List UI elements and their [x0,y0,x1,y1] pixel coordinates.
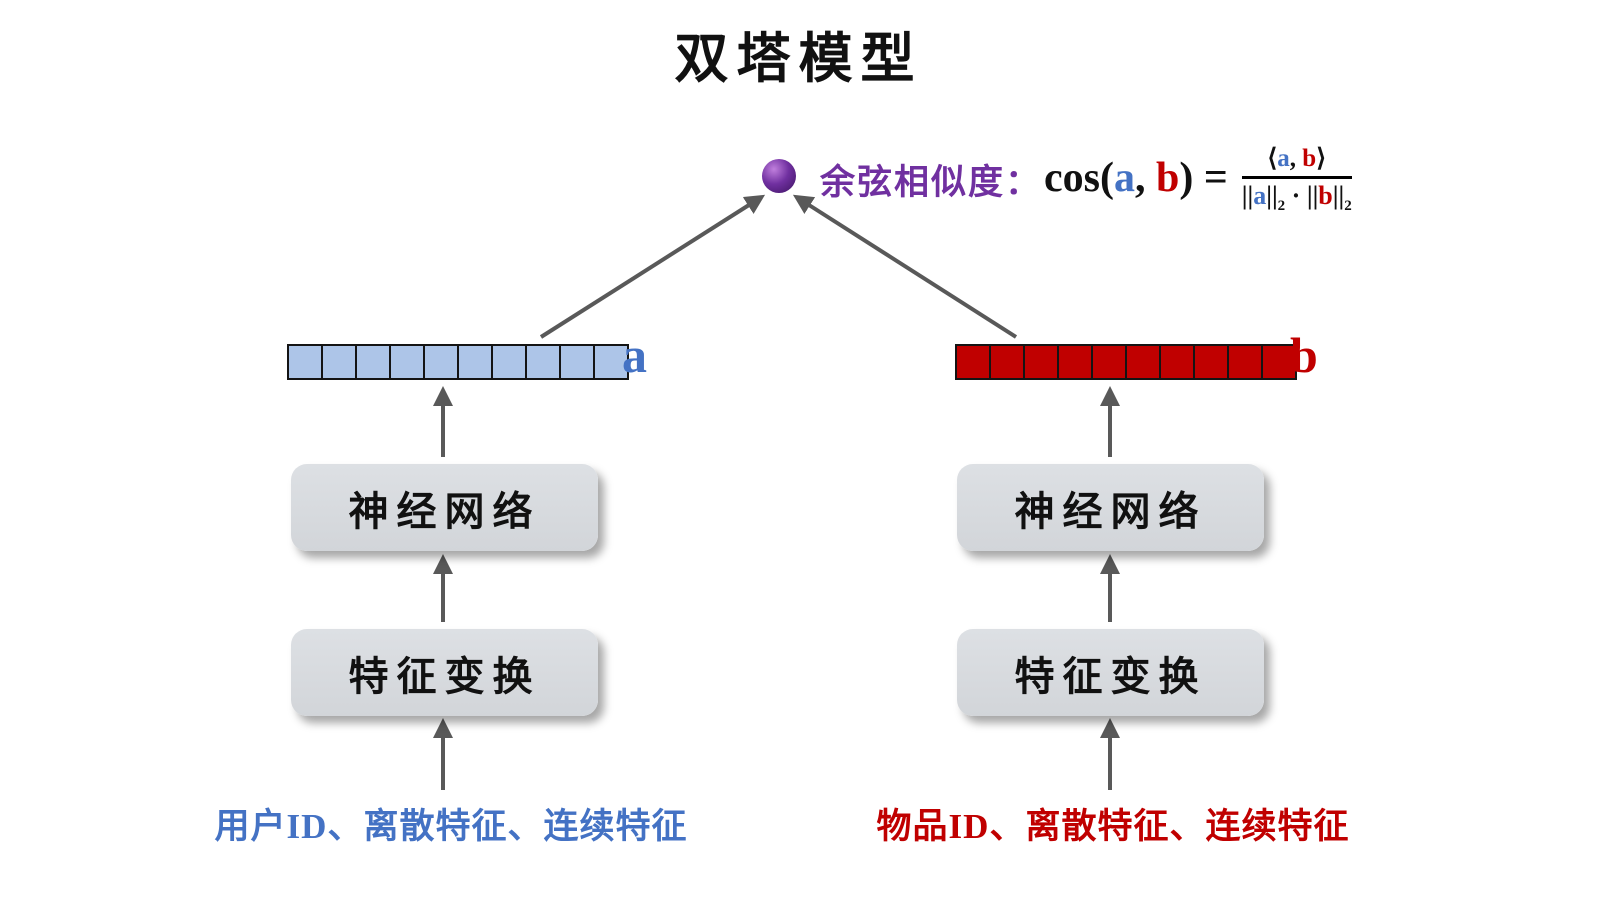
fraction-bar [1241,176,1352,180]
norm-close-a: || [1266,181,1278,211]
similarity-dot [762,159,796,193]
left-feature-transform-box: 特征变换 [291,629,598,716]
left-input-features-label: 用户ID、离散特征、连续特征 [214,807,688,846]
vector-cell [425,346,459,378]
angle-open: ⟨ [1267,144,1278,172]
norm-open-a: || [1241,181,1254,211]
numerator-a: a [1277,144,1290,172]
formula-lhs: cos(a, b) = [1044,154,1228,202]
vector-cell [1229,346,1263,378]
embedding-vector-a [287,344,629,380]
vector-cell [323,346,357,378]
denominator-dot: · [1285,181,1307,211]
vector-b-label: b [1290,327,1318,383]
diagram-title: 双塔模型 [674,29,923,89]
vector-cell [957,346,991,378]
vector-cell [1093,346,1127,378]
angle-close: ⟩ [1316,144,1326,172]
vector-cell [561,346,595,378]
vector-cell [1195,346,1229,378]
norm-b-subscript: 2 [1344,198,1352,215]
vector-a-label: a [622,327,647,383]
vector-cell [1127,346,1161,378]
vector-cell [289,346,323,378]
formula-close-equals: ) = [1179,155,1228,201]
denominator-a: a [1253,181,1267,211]
formula-fraction: ⟨a, b⟩ ||a||2 · ||b||2 [1241,145,1352,214]
formula-cos-open: cos( [1044,155,1114,201]
norm-a-subscript: 2 [1277,198,1286,215]
vector-cell [493,346,527,378]
cosine-formula: cos(a, b) = ⟨a, b⟩ ||a||2 · ||b||2 [1044,132,1352,224]
right-feature-transform-box: 特征变换 [957,629,1264,716]
numerator-b: b [1302,144,1317,172]
vector-cell [1161,346,1195,378]
cosine-similarity-label: 余弦相似度： [820,163,1043,202]
norm-open-b: || [1306,181,1319,211]
vector-cell [527,346,561,378]
left-neural-network-box: 神经网络 [291,464,598,551]
embedding-vector-b [955,344,1297,380]
vector-cell [391,346,425,378]
norm-close-b: || [1332,181,1345,211]
vector-cell [1025,346,1059,378]
arrow-vector-a-to-similarity [539,194,766,339]
right-input-features-label: 物品ID、离散特征、连续特征 [876,807,1350,846]
vector-cell [1059,346,1093,378]
fraction-numerator: ⟨a, b⟩ [1258,145,1336,173]
arrow-vector-b-to-similarity [792,194,1018,339]
formula-b: b [1155,155,1180,201]
vector-cell [595,346,627,378]
vector-cell [991,346,1025,378]
vector-cell [1263,346,1295,378]
vector-cell [357,346,391,378]
formula-comma: , [1134,155,1156,201]
numerator-comma: , [1289,144,1303,172]
formula-a: a [1113,155,1135,201]
vector-cell [459,346,493,378]
denominator-b: b [1318,181,1333,211]
right-neural-network-box: 神经网络 [957,464,1264,551]
fraction-denominator: ||a||2 · ||b||2 [1241,181,1352,214]
